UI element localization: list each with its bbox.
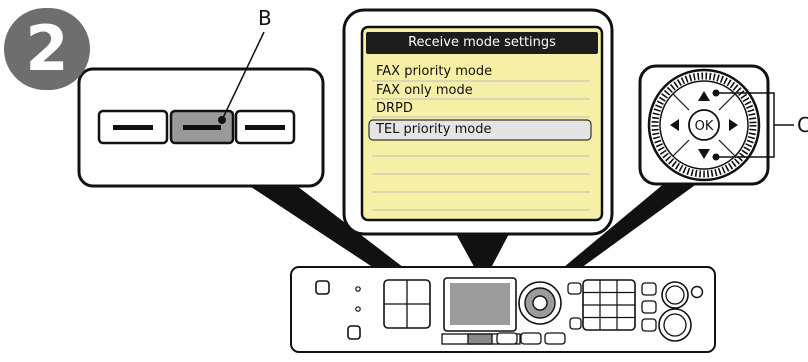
- wedge-to-pad: [540, 172, 702, 292]
- lcd-title: Receive mode settings: [408, 35, 556, 50]
- right-arrow-icon[interactable]: [729, 119, 738, 131]
- control-pad-callout: OK: [638, 64, 794, 186]
- callout-b-dot: [218, 116, 226, 124]
- callout-label-b: B: [258, 6, 272, 30]
- power-button[interactable]: [315, 280, 330, 295]
- lcd-menu-item-tel-priority[interactable]: TEL priority mode: [376, 122, 492, 137]
- step-number: 2: [25, 12, 69, 85]
- panel-lcd: [450, 283, 510, 325]
- step-badge: [4, 8, 90, 90]
- stop-button[interactable]: [347, 325, 361, 340]
- lcd-menu-item-drpd[interactable]: DRPD: [376, 101, 413, 116]
- lcd-selection-highlight: [368, 119, 592, 141]
- printer-operation-panel: [290, 266, 716, 353]
- ok-button-label: OK: [695, 119, 714, 134]
- down-arrow-icon[interactable]: [698, 149, 710, 159]
- lcd-header: [366, 32, 598, 54]
- lcd-menu-item-fax-priority[interactable]: FAX priority mode: [376, 64, 493, 79]
- callout-label-c: C: [797, 113, 808, 137]
- left-arrow-icon[interactable]: [670, 119, 679, 131]
- wedge-to-lcd: [455, 232, 510, 283]
- function-buttons-callout: [77, 31, 325, 188]
- lcd-callout: [342, 8, 614, 236]
- up-arrow-icon[interactable]: [698, 91, 710, 101]
- ok-button[interactable]: [688, 109, 720, 141]
- lcd-menu-item-fax-only[interactable]: FAX only mode: [376, 83, 473, 98]
